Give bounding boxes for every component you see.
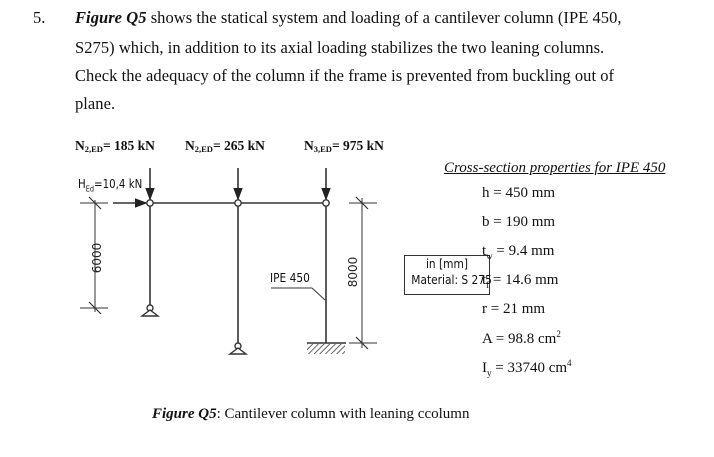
pin-support-2-icon	[227, 342, 249, 355]
question-line-4: plane.	[75, 94, 116, 113]
cross-section-title: Cross-section properties for IPE 450	[444, 160, 666, 176]
question-number: 5.	[33, 8, 46, 27]
dimension-right-text: 8000	[346, 257, 360, 288]
question-line-3: Check the adequacy of the column if the …	[75, 66, 615, 85]
hinge-1-icon	[146, 199, 154, 207]
load-label-3: N3,ED= 975 kN	[304, 138, 384, 154]
hinge-3-icon	[322, 199, 330, 207]
question-line-1: Figure Q5 shows the statical system and …	[75, 8, 622, 27]
property-b: b = 190 mm	[482, 214, 556, 230]
fixed-support-icon	[307, 342, 346, 354]
property-r: r = 21 mm	[482, 301, 546, 317]
property-h: h = 450 mm	[482, 185, 556, 201]
load-label-2: N2,ED= 265 kN	[185, 138, 265, 154]
section-label: IPE 450	[270, 270, 310, 285]
property-area: A = 98.8 cm2	[482, 329, 561, 347]
property-tf: tf = 14.6 mm	[482, 272, 559, 290]
property-iy: Iy = 33740 cm4	[482, 358, 572, 378]
material-label: Material: S 275	[411, 272, 492, 287]
material-box: in [mm] Material: S 275	[404, 255, 492, 295]
units-label: in [mm]	[425, 256, 469, 271]
dimension-left-text: 6000	[90, 243, 104, 274]
horizontal-load-label: HEd=10,4 kN	[78, 176, 143, 194]
question-line-2: S275) which, in addition to its axial lo…	[75, 38, 605, 57]
figure-caption: Figure Q5: Cantilever column with leanin…	[152, 406, 470, 422]
figure-reference: Figure Q5	[75, 8, 147, 27]
pin-support-1-icon	[139, 304, 161, 317]
hinge-2-icon	[234, 199, 242, 207]
load-label-1: N2,ED= 185 kN	[75, 138, 155, 154]
property-tw: tw = 9.4 mm	[482, 243, 555, 261]
